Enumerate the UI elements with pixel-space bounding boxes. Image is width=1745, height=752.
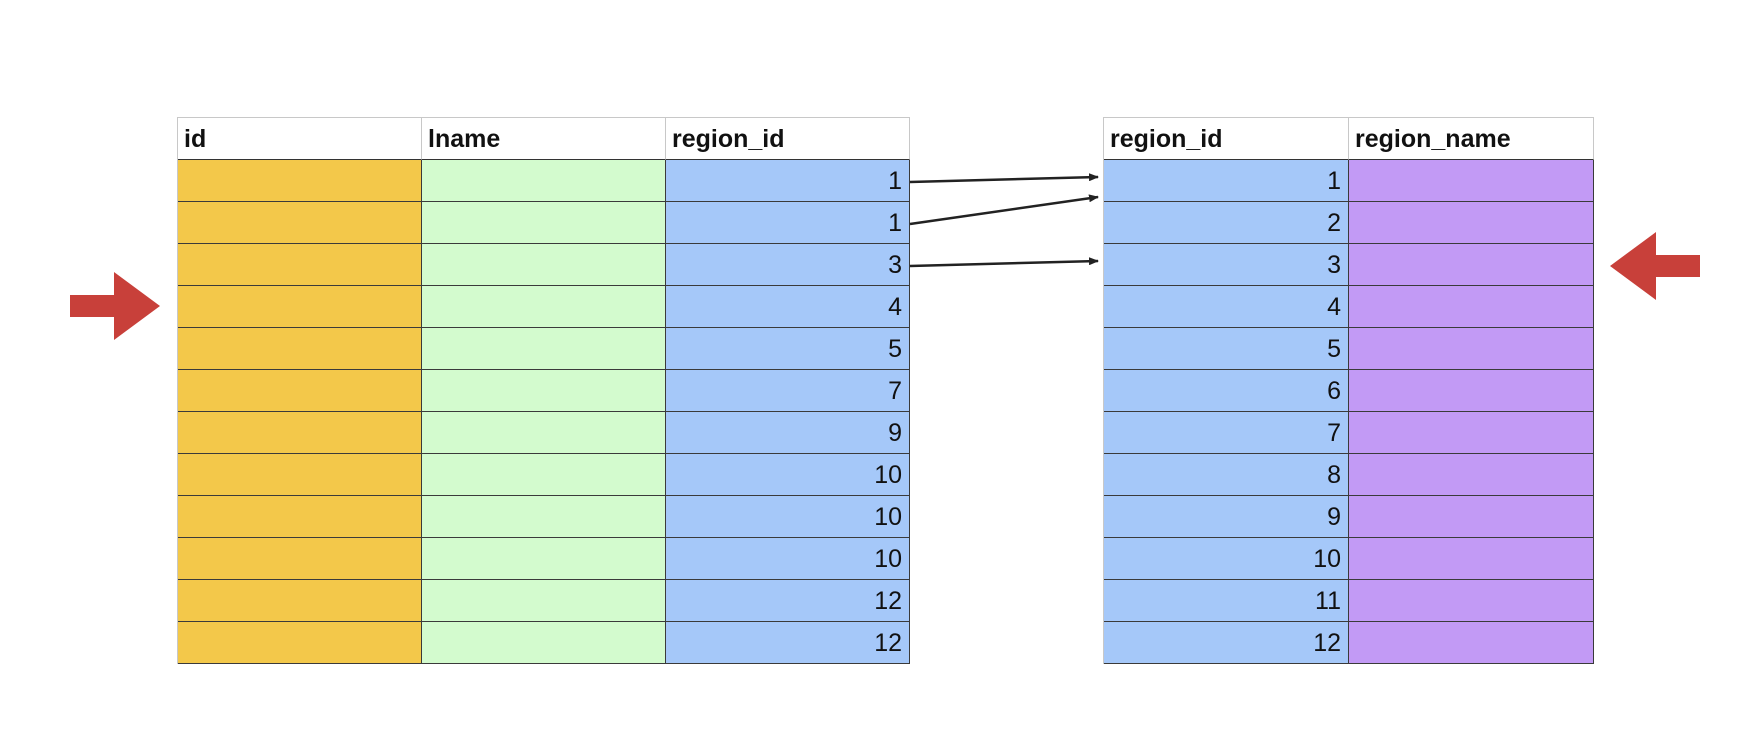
right-region-id-cell: 1 — [1104, 160, 1349, 202]
left-pointer-arrow-icon — [70, 272, 160, 340]
left-region-id-cell: 12 — [666, 622, 910, 664]
left-id-cell — [178, 496, 422, 538]
left-region-id-cell: 4 — [666, 286, 910, 328]
right-region-name-cell — [1349, 202, 1594, 244]
left-id-cell — [178, 202, 422, 244]
left-lname-cell — [422, 328, 666, 370]
left-id-cell — [178, 454, 422, 496]
left-region-id-cell: 10 — [666, 538, 910, 580]
right-header-region-id: region_id — [1104, 118, 1349, 160]
left-id-cell — [178, 580, 422, 622]
right-region-id-cell: 8 — [1104, 454, 1349, 496]
right-region-name-cell — [1349, 244, 1594, 286]
link-arrow-1 — [909, 194, 1099, 226]
left-id-cell — [178, 160, 422, 202]
left-id-cell — [178, 244, 422, 286]
left-header-id: id — [178, 118, 422, 160]
left-region-id-cell: 1 — [666, 160, 910, 202]
right-region-id-cell: 9 — [1104, 496, 1349, 538]
right-header-region-name: region_name — [1349, 118, 1594, 160]
left-id-cell — [178, 328, 422, 370]
right-region-id-cell: 2 — [1104, 202, 1349, 244]
right-region-id-cell: 4 — [1104, 286, 1349, 328]
left-lname-cell — [422, 244, 666, 286]
left-lname-cell — [422, 496, 666, 538]
left-id-cell — [178, 538, 422, 580]
right-region-id-cell: 11 — [1104, 580, 1349, 622]
right-region-name-cell — [1349, 622, 1594, 664]
left-lname-cell — [422, 370, 666, 412]
right-region-name-cell — [1349, 412, 1594, 454]
left-lname-cell — [422, 454, 666, 496]
left-region-id-cell: 3 — [666, 244, 910, 286]
link-arrow-2 — [909, 257, 1099, 268]
left-lname-cell — [422, 622, 666, 664]
right-region-id-cell: 3 — [1104, 244, 1349, 286]
right-region-name-cell — [1349, 328, 1594, 370]
left-region-id-cell: 1 — [666, 202, 910, 244]
left-lname-cell — [422, 412, 666, 454]
left-lname-cell — [422, 160, 666, 202]
left-lname-cell — [422, 580, 666, 622]
right-region-name-cell — [1349, 370, 1594, 412]
link-arrows-group — [909, 173, 1099, 268]
right-region-name-cell — [1349, 496, 1594, 538]
left-id-cell — [178, 370, 422, 412]
left-region-id-cell: 10 — [666, 454, 910, 496]
left-lname-cell — [422, 202, 666, 244]
left-region-id-cell: 9 — [666, 412, 910, 454]
right-region-id-cell: 6 — [1104, 370, 1349, 412]
right-region-name-cell — [1349, 454, 1594, 496]
link-arrow-0 — [909, 173, 1099, 184]
right-region-name-cell — [1349, 580, 1594, 622]
right-region-name-cell — [1349, 160, 1594, 202]
right-region-name-cell — [1349, 538, 1594, 580]
left-region-id-cell: 12 — [666, 580, 910, 622]
right-pointer-arrow-icon — [1610, 232, 1700, 300]
right-region-id-cell: 5 — [1104, 328, 1349, 370]
left-id-cell — [178, 622, 422, 664]
left-region-id-cell: 5 — [666, 328, 910, 370]
right-region-id-cell: 7 — [1104, 412, 1349, 454]
right-region-name-cell — [1349, 286, 1594, 328]
left-region-id-cell: 7 — [666, 370, 910, 412]
left-header-region-id: region_id — [666, 118, 910, 160]
left-lname-cell — [422, 286, 666, 328]
right-region-id-cell: 12 — [1104, 622, 1349, 664]
left-region-id-cell: 10 — [666, 496, 910, 538]
left-header-lname: lname — [422, 118, 666, 160]
left-id-cell — [178, 412, 422, 454]
right-region-id-cell: 10 — [1104, 538, 1349, 580]
left-id-cell — [178, 286, 422, 328]
left-lname-cell — [422, 538, 666, 580]
